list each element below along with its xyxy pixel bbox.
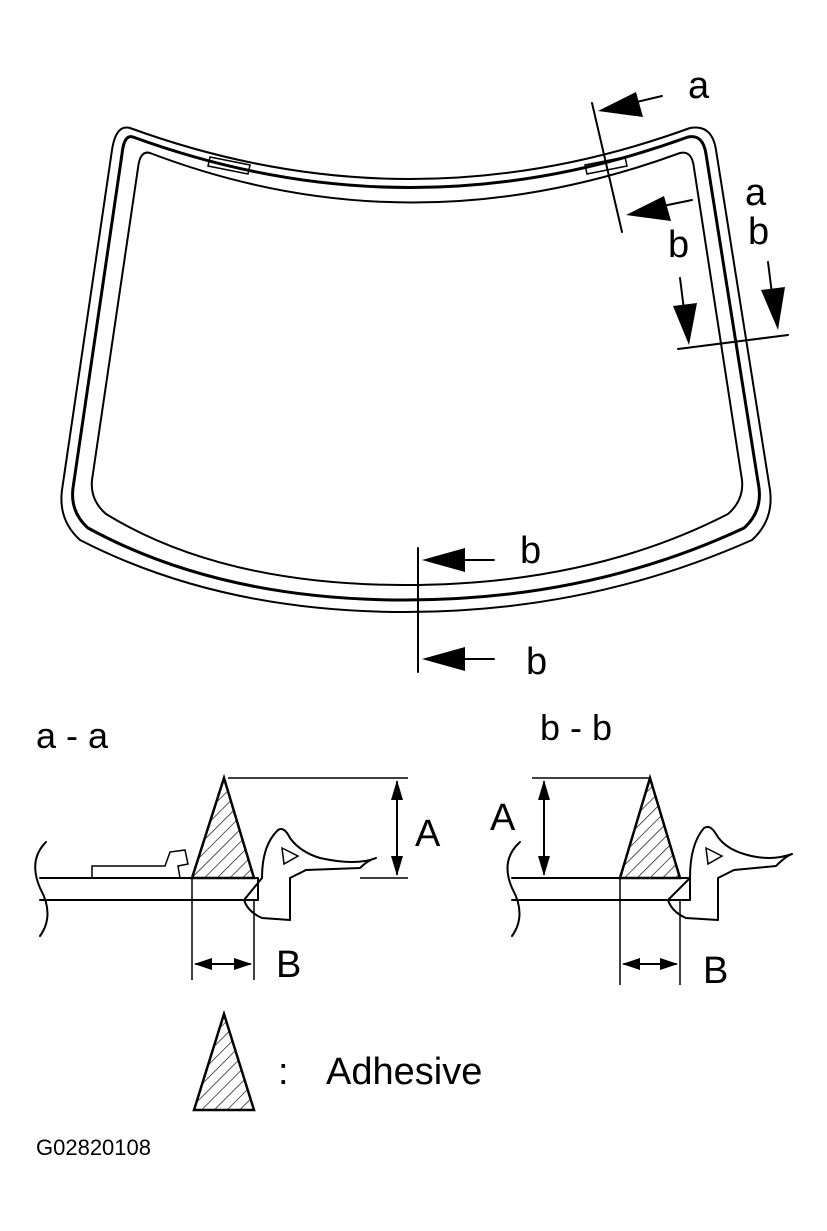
section-line-a: a a — [591, 65, 767, 233]
section-cut-line-b-side — [677, 334, 789, 350]
adhesive-legend-swatch — [192, 1009, 256, 1112]
figure-code: G02820108 — [36, 1135, 151, 1160]
left-spacer-pad — [207, 156, 251, 175]
dim-label-A-a-a: A — [415, 813, 441, 855]
break-line-a-a — [34, 841, 49, 937]
arrow-a-top-head — [598, 92, 643, 117]
arrow-b-side-left-shaft — [679, 277, 685, 311]
cross-section-a-a: a - a A B — [34, 715, 441, 986]
windshield-molding — [71, 135, 761, 602]
arrow-b-bottom-lower-head — [422, 647, 465, 671]
dim-label-A-b-b: A — [490, 797, 516, 839]
label-b-bottom-lower: b — [526, 641, 547, 683]
dim-a-arrow-up-b-b — [538, 780, 550, 800]
section-cut-line-a — [591, 102, 623, 233]
legend-colon: : — [278, 1051, 289, 1093]
windshield-inner-ceramic-edge — [90, 151, 744, 586]
dim-a-arrow-down-b-b — [538, 856, 550, 876]
body-flange-a-a — [243, 828, 377, 921]
adhesive-bead-b-b — [618, 773, 682, 880]
dim-b-arrow-left-b-b — [622, 958, 640, 970]
label-b-side-right: b — [748, 211, 769, 253]
legend-label: Adhesive — [326, 1051, 482, 1093]
arrow-b-side-right-head — [761, 287, 785, 330]
cross-section-b-b: b - b A B — [490, 707, 793, 992]
dim-a-arrow-up-a-a — [391, 780, 403, 800]
arrow-b-side-left-head — [673, 303, 697, 345]
break-line-b-b — [506, 841, 521, 937]
dim-b-arrow-right-b-b — [660, 958, 678, 970]
dam-strip-a-a — [91, 849, 189, 879]
adhesive-bead-a-a — [190, 773, 256, 880]
glass-pane-b-b — [511, 877, 691, 901]
body-flange-b-b — [667, 825, 793, 921]
label-b-bottom-upper: b — [520, 530, 541, 572]
arrow-b-side-right-shaft — [767, 261, 773, 295]
arrow-b-bottom-upper-head — [422, 548, 465, 572]
dim-label-B-b-b: B — [703, 950, 728, 992]
molding-clip-a-a — [281, 846, 300, 866]
arrow-a-lower-head — [626, 196, 671, 221]
right-spacer-pad — [584, 156, 628, 175]
windshield-glass — [60, 126, 772, 613]
dim-label-B-a-a: B — [276, 944, 301, 986]
section-title-b-b: b - b — [540, 707, 612, 748]
dim-b-arrow-left-a-a — [194, 958, 212, 970]
label-a-side: a — [745, 172, 767, 214]
legend-adhesive: : Adhesive — [192, 1009, 482, 1112]
label-b-side-left: b — [668, 224, 689, 266]
dim-b-arrow-right-a-a — [234, 958, 252, 970]
section-title-a-a: a - a — [36, 715, 109, 756]
molding-clip-b-b — [705, 846, 724, 866]
section-line-b-bottom: b b — [417, 530, 547, 683]
glass-pane-a-a — [39, 877, 259, 901]
dim-a-arrow-down-a-a — [391, 856, 403, 876]
windshield-outer-edge — [60, 126, 772, 613]
section-line-b-side: b b — [668, 211, 789, 350]
label-a-top: a — [688, 65, 710, 107]
